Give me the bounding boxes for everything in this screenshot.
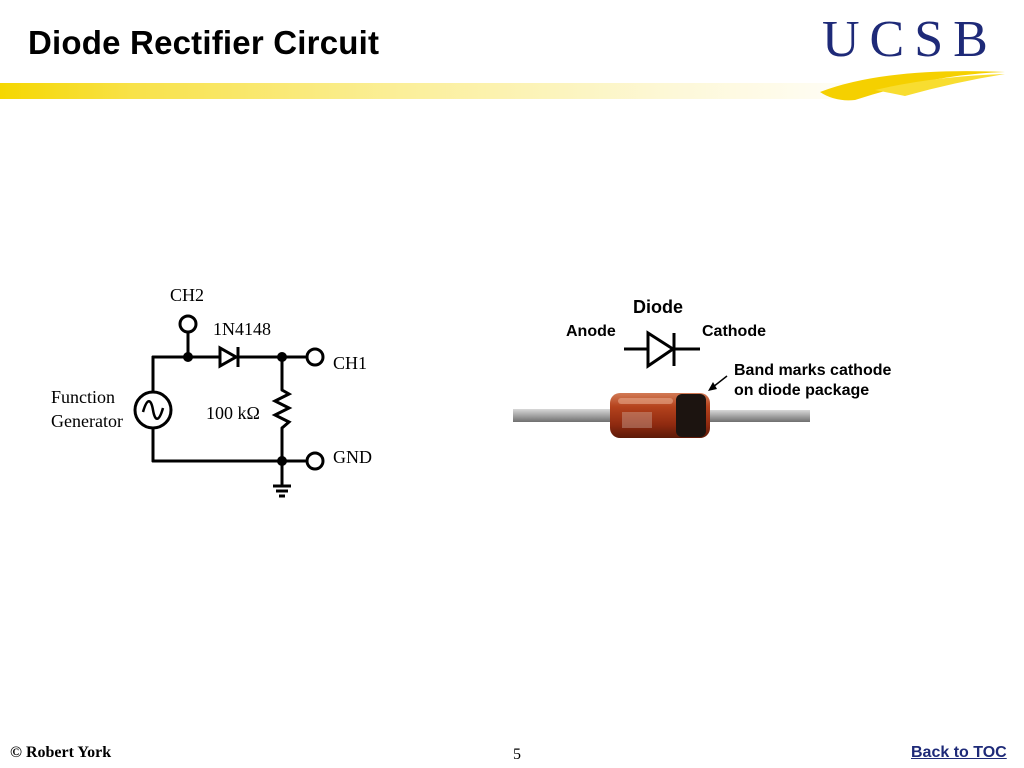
junction-dot xyxy=(277,456,287,466)
gnd-terminal xyxy=(305,451,325,471)
logo-text: UCSB xyxy=(822,11,998,68)
diode-part-label: 1N4148 xyxy=(213,319,271,339)
ch2-terminal xyxy=(178,314,198,334)
diode-heading: Diode xyxy=(633,297,684,317)
band-pointer-arrow xyxy=(708,375,728,391)
page-number: 5 xyxy=(513,746,521,763)
ac-source-symbol xyxy=(133,390,173,430)
copyright-text: © Robert York xyxy=(10,744,112,761)
logo-swoosh xyxy=(820,71,1005,101)
ch1-terminal xyxy=(305,347,325,367)
page-title: Diode Rectifier Circuit xyxy=(28,24,380,61)
cathode-label: Cathode xyxy=(702,323,766,340)
diode-symbol-large xyxy=(624,330,700,369)
source-label-line2: Generator xyxy=(51,411,123,431)
band-note-line2: on diode package xyxy=(734,382,870,399)
resistor-value-label: 100 kΩ xyxy=(206,403,260,423)
resistor-symbol xyxy=(271,388,293,430)
junction-dot xyxy=(277,352,287,362)
diode-package-image xyxy=(513,393,810,438)
gnd-label: GND xyxy=(333,447,372,467)
junction-dot xyxy=(183,352,193,362)
ground-icon xyxy=(273,484,291,498)
title-underline-bar xyxy=(0,83,900,99)
band-note-line1: Band marks cathode xyxy=(734,362,892,379)
ch1-label: CH1 xyxy=(333,353,368,373)
ch2-label: CH2 xyxy=(170,285,205,305)
anode-label: Anode xyxy=(566,323,616,340)
diode-symbol xyxy=(218,345,240,369)
back-to-toc-link[interactable]: Back to TOC xyxy=(911,744,1007,761)
ucsb-logo xyxy=(815,12,1015,102)
source-label-line1: Function xyxy=(51,387,116,407)
